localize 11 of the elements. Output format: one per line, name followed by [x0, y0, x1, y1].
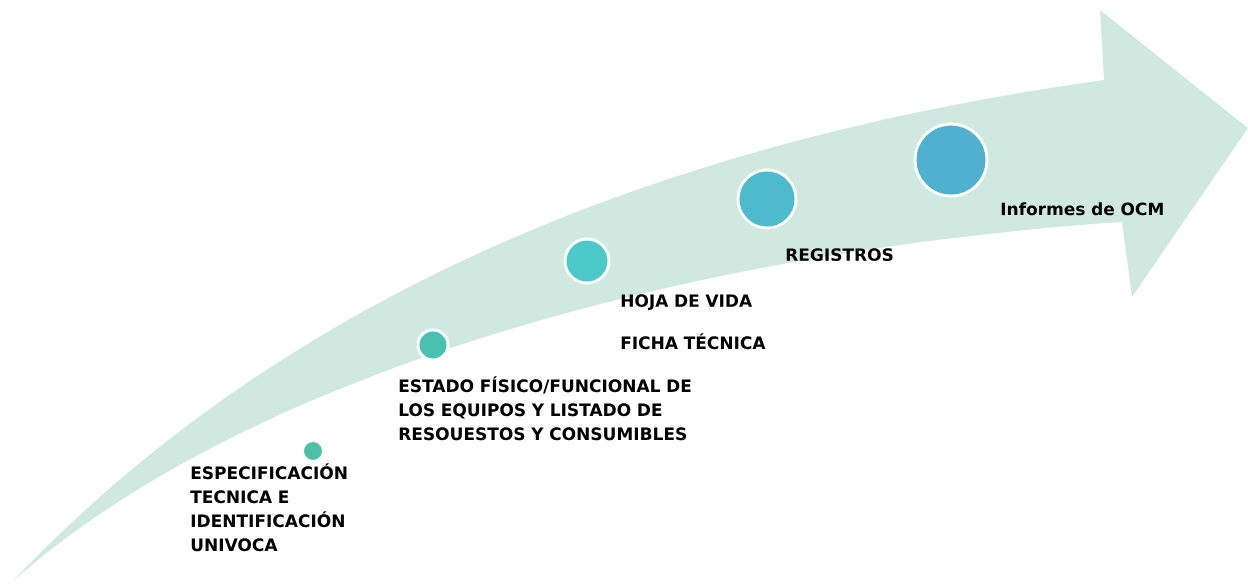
step-label: HOJA DE VIDA	[621, 294, 753, 311]
step-circle	[563, 237, 611, 285]
step-label: ESTADO FÍSICO/FUNCIONAL DE LOS EQUIPOS Y LISTADO DE RESOUESTOS Y CONSUMIBLES	[399, 376, 691, 441]
step-circle	[913, 122, 989, 198]
step-circle	[303, 441, 323, 461]
step-label: FICHA TÉCNICA	[621, 333, 766, 350]
step-circle	[416, 328, 450, 362]
step-label: ESPECIFICACIÓN TECNICA E IDENTIFICACIÓN UNIVOCA	[190, 463, 347, 552]
step-label: Informes de OCM	[1001, 202, 1163, 216]
step-circle	[736, 168, 798, 230]
step-label: REGISTROS	[786, 248, 893, 262]
